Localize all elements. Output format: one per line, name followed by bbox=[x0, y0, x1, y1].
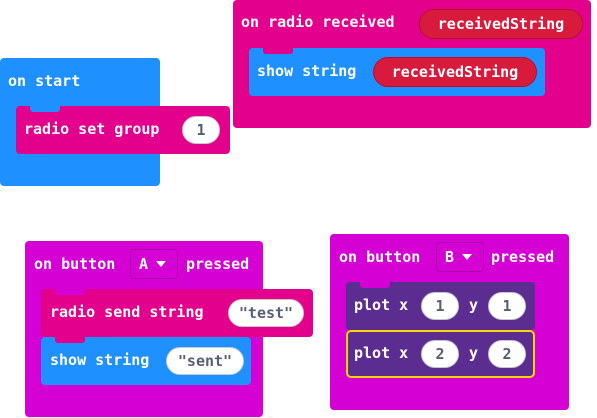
show-string-label-radio: show string bbox=[257, 62, 357, 80]
plot-1-label-y: y bbox=[469, 296, 479, 314]
received-string-parameter-label: receivedString bbox=[437, 15, 565, 33]
received-string-parameter[interactable]: receivedString bbox=[419, 9, 583, 39]
show-string-value-a: "sent" bbox=[177, 352, 233, 370]
show-string-block-radio[interactable]: show string receivedString bbox=[249, 48, 545, 96]
on-button-a-label-after: pressed bbox=[186, 255, 250, 273]
plot-2-label-y: y bbox=[469, 344, 479, 362]
plot-1-label-x: plot x bbox=[354, 296, 409, 314]
radio-send-string-input[interactable]: "test" bbox=[228, 299, 304, 327]
group-number-value: 1 bbox=[196, 121, 206, 139]
show-string-input-a[interactable]: "sent" bbox=[166, 347, 244, 375]
received-string-variable[interactable]: receivedString bbox=[373, 57, 537, 87]
plot-block-1[interactable]: plot x 1 y 1 bbox=[346, 282, 535, 330]
radio-set-group-block[interactable]: radio set group 1 bbox=[16, 106, 230, 154]
radio-send-string-block[interactable]: radio send string "test" bbox=[41, 289, 313, 337]
plot-1-y-input[interactable]: 1 bbox=[488, 292, 526, 320]
plot-2-y-input[interactable]: 2 bbox=[488, 340, 526, 368]
plot-1-x-input[interactable]: 1 bbox=[421, 292, 459, 320]
on-radio-received-label: on radio received bbox=[241, 13, 395, 31]
show-string-block-a[interactable]: show string "sent" bbox=[41, 337, 251, 385]
chevron-down-icon bbox=[462, 254, 473, 260]
button-a-dropdown-value: A bbox=[139, 255, 149, 273]
on-button-a-label-before: on button bbox=[34, 255, 116, 273]
button-b-dropdown-value: B bbox=[445, 248, 455, 266]
plot-2-x-value: 2 bbox=[435, 345, 445, 363]
plot-2-x-input[interactable]: 2 bbox=[421, 340, 459, 368]
button-a-dropdown[interactable]: A bbox=[130, 249, 178, 279]
plot-1-x-value: 1 bbox=[435, 297, 445, 315]
button-b-dropdown[interactable]: B bbox=[436, 242, 484, 272]
on-button-b-label-before: on button bbox=[339, 248, 421, 266]
chevron-down-icon bbox=[156, 261, 167, 267]
radio-send-string-label: radio send string bbox=[50, 303, 204, 321]
plot-1-y-value: 1 bbox=[502, 297, 512, 315]
show-string-label-a: show string bbox=[50, 351, 150, 369]
radio-set-group-label: radio set group bbox=[24, 120, 160, 138]
plot-block-2[interactable]: plot x 2 y 2 bbox=[346, 330, 535, 378]
on-button-b-label-after: pressed bbox=[491, 248, 555, 266]
radio-send-string-value: "test" bbox=[238, 304, 294, 322]
plot-2-label-x: plot x bbox=[354, 344, 409, 362]
on-start-label: on start bbox=[8, 72, 81, 90]
group-number-input[interactable]: 1 bbox=[182, 116, 220, 144]
received-string-variable-label: receivedString bbox=[391, 63, 519, 81]
plot-2-y-value: 2 bbox=[502, 345, 512, 363]
